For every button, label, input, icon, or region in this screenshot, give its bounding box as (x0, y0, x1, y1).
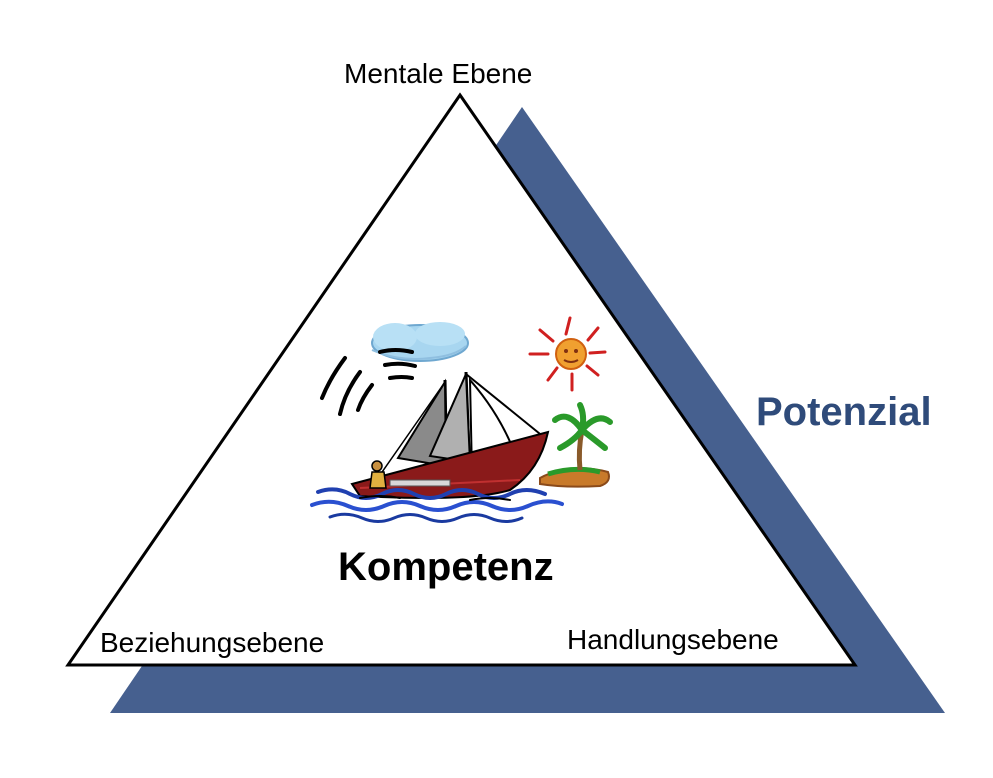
sun-icon (528, 316, 607, 392)
cloud-icon (371, 322, 469, 362)
palm-island-icon (539, 402, 613, 488)
wind-icon (320, 348, 417, 416)
relationship-level-label: Beziehungsebene (100, 627, 325, 658)
sailboat-icon (350, 371, 550, 499)
waves-icon (310, 487, 564, 523)
mental-level-label: Mentale Ebene (344, 58, 533, 89)
competence-label: Kompetenz (338, 545, 554, 589)
action-level-label: Handlungsebene (567, 624, 779, 655)
kompetenz-triangle (65, 92, 858, 667)
sailing-illustration (310, 316, 613, 523)
sailor-icon (369, 460, 387, 489)
potential-label: Potenzial (756, 390, 932, 434)
